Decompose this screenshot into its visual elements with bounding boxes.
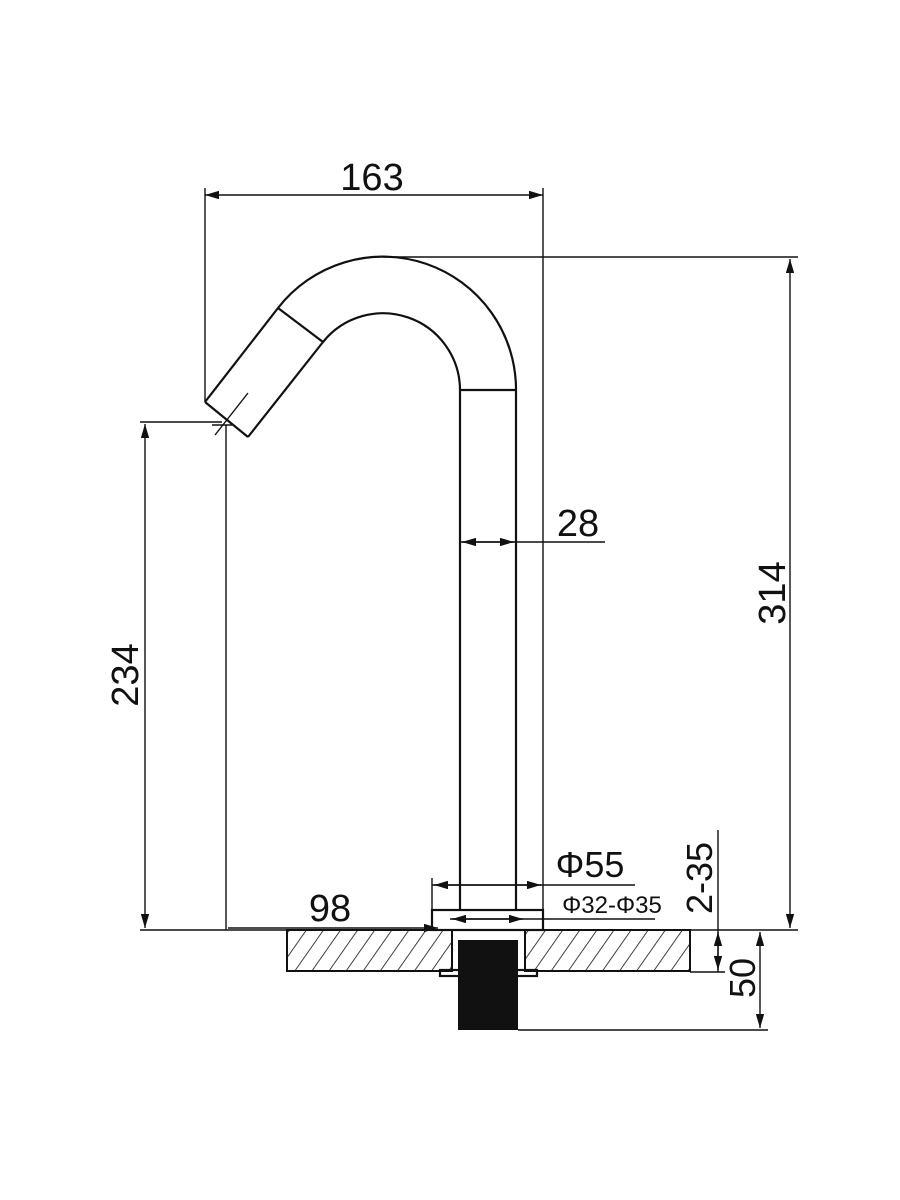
dim-outlet-to-hole: 98	[309, 888, 351, 930]
dim-pipe-diameter: 28	[557, 503, 599, 545]
outlet-axis	[214, 392, 249, 436]
dim-hole-diameter: Φ32-Φ35	[562, 892, 662, 919]
faucet-body	[204, 255, 518, 910]
dimension-lines	[140, 190, 795, 1028]
dim-shank-length: 50	[722, 958, 763, 998]
dim-base-diameter: Φ55	[556, 844, 625, 885]
dim-spout-reach: 163	[340, 157, 403, 199]
threaded-shank	[458, 940, 518, 1030]
extension-lines	[140, 188, 798, 1031]
dim-deck-thickness: 2-35	[679, 842, 720, 914]
countertop-section	[286, 929, 691, 1030]
dim-overall-height: 314	[752, 561, 794, 624]
dim-outlet-height: 234	[105, 643, 147, 706]
base-flange	[430, 908, 545, 932]
